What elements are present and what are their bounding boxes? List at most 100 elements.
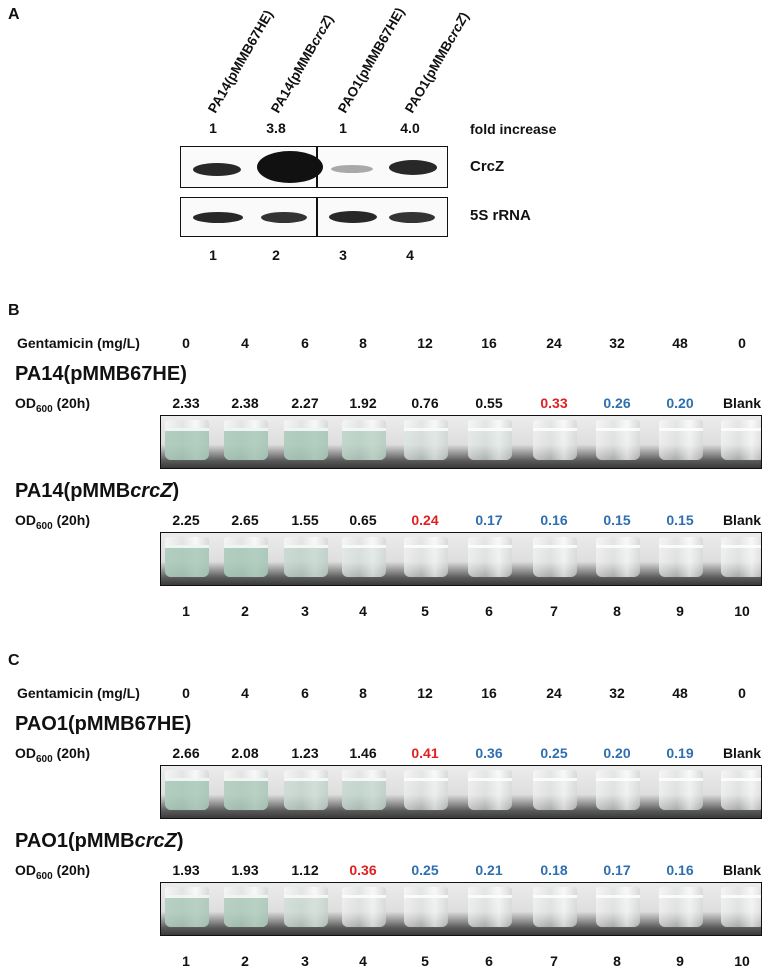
fold-value-lane-4: 4.0 xyxy=(400,120,420,136)
panel_c-lane-number: 7 xyxy=(550,953,558,969)
panel_c-od-label-1: OD600 (20h) xyxy=(15,745,91,765)
culture-liquid xyxy=(659,778,703,810)
liquid-meniscus xyxy=(533,778,577,781)
liquid-meniscus xyxy=(659,895,703,898)
lane-label-4: PAO1(pMMBcrcZ) xyxy=(402,9,472,116)
panel_c-od-value: 0.17 xyxy=(603,862,631,878)
culture-liquid xyxy=(342,895,386,927)
liquid-meniscus xyxy=(659,545,703,548)
panel_c-od-value: 1.93 xyxy=(231,862,259,878)
culture-liquid xyxy=(721,545,761,577)
liquid-meniscus xyxy=(284,428,328,431)
panel_b-od-value: 0.17 xyxy=(475,512,503,528)
panel_b-lane-number: 10 xyxy=(734,603,750,619)
panel_c-od-value: 1.12 xyxy=(291,862,319,878)
culture-tube xyxy=(404,537,448,577)
culture-tube xyxy=(224,770,268,810)
band-5s-lane-3 xyxy=(329,211,377,223)
culture-tube xyxy=(596,770,640,810)
culture-tube xyxy=(468,887,512,927)
panel_b-gentamicin-value: 48 xyxy=(672,335,688,351)
culture-tube xyxy=(533,887,577,927)
panel_b-tube-photo-2 xyxy=(160,532,762,586)
panel_c-tube-photo-1 xyxy=(160,765,762,819)
panel_b-gentamicin-value: 0 xyxy=(182,335,190,351)
band-5s-lane-1 xyxy=(193,212,243,223)
panel_b-gentamicin-label: Gentamicin (mg/L) xyxy=(17,335,140,351)
culture-tube xyxy=(659,770,703,810)
band-crcz-lane-2 xyxy=(257,151,323,183)
liquid-meniscus xyxy=(284,545,328,548)
culture-liquid xyxy=(224,895,268,927)
panel_c-lane-number: 5 xyxy=(421,953,429,969)
panel_b-od-value: 2.27 xyxy=(291,395,319,411)
panel_b-lane-number: 8 xyxy=(613,603,621,619)
culture-liquid xyxy=(224,778,268,810)
panel_c-gentamicin-label: Gentamicin (mg/L) xyxy=(17,685,140,701)
panel_c-lane-number: 6 xyxy=(485,953,493,969)
panel_c-od-value: 0.16 xyxy=(666,862,694,878)
culture-liquid xyxy=(721,778,761,810)
panel_b-lane-number: 9 xyxy=(676,603,684,619)
panel_b-tube-photo-1 xyxy=(160,415,762,469)
culture-tube xyxy=(342,537,386,577)
culture-liquid xyxy=(659,428,703,460)
fold-increase-label: fold increase xyxy=(470,121,557,137)
panel_c-lane-number: 9 xyxy=(676,953,684,969)
culture-tube xyxy=(284,537,328,577)
crcz-blot xyxy=(180,146,448,188)
panel_b-lane-number: 6 xyxy=(485,603,493,619)
panel_b-lane-number: 3 xyxy=(301,603,309,619)
liquid-meniscus xyxy=(342,428,386,431)
panel_c-od-value: Blank xyxy=(722,862,762,878)
lane-label-3: PAO1(pMMB67HE) xyxy=(335,4,408,116)
panel_c-od-value: 0.36 xyxy=(349,862,377,878)
culture-tube xyxy=(404,887,448,927)
panel-b-letter: B xyxy=(8,302,20,319)
panel_b-lane-number: 7 xyxy=(550,603,558,619)
panel_b-gentamicin-value: 24 xyxy=(546,335,562,351)
liquid-meniscus xyxy=(721,778,761,781)
panel_c-od-value: 1.23 xyxy=(291,745,319,761)
rrna-5s-label: 5S rRNA xyxy=(470,207,531,224)
culture-liquid xyxy=(224,428,268,460)
panel_c-od-value: 0.19 xyxy=(666,745,694,761)
culture-liquid xyxy=(165,545,209,577)
culture-liquid xyxy=(533,778,577,810)
liquid-meniscus xyxy=(659,428,703,431)
panel_c-od-value: 2.08 xyxy=(231,745,259,761)
panel_b-gentamicin-value: 4 xyxy=(241,335,249,351)
panel_c-gentamicin-value: 0 xyxy=(182,685,190,701)
culture-liquid xyxy=(533,428,577,460)
culture-tube xyxy=(533,537,577,577)
culture-tube xyxy=(721,537,761,577)
liquid-meniscus xyxy=(721,895,761,898)
culture-liquid xyxy=(284,428,328,460)
liquid-meniscus xyxy=(468,545,512,548)
panel_c-gentamicin-value: 12 xyxy=(417,685,433,701)
liquid-meniscus xyxy=(721,428,761,431)
liquid-meniscus xyxy=(533,428,577,431)
culture-liquid xyxy=(404,545,448,577)
panel_b-od-label-2: OD600 (20h) xyxy=(15,512,91,532)
panel_c-gentamicin-value: 24 xyxy=(546,685,562,701)
fold-value-lane-2: 3.8 xyxy=(266,120,286,136)
culture-tube xyxy=(342,420,386,460)
panel_c-od-value: 1.93 xyxy=(172,862,200,878)
panel_c-od-value: 1.46 xyxy=(349,745,377,761)
panel_b-od-value: 0.20 xyxy=(666,395,694,411)
panel_c-od-value: 0.20 xyxy=(603,745,631,761)
liquid-meniscus xyxy=(721,545,761,548)
culture-tube xyxy=(404,770,448,810)
culture-tube xyxy=(342,770,386,810)
culture-tube xyxy=(224,537,268,577)
culture-tube xyxy=(721,420,761,460)
panel_b-gentamicin-value: 16 xyxy=(481,335,497,351)
panel_b-od-value: 0.33 xyxy=(540,395,568,411)
liquid-meniscus xyxy=(404,428,448,431)
culture-liquid xyxy=(165,778,209,810)
culture-liquid xyxy=(342,428,386,460)
blot-divider-2 xyxy=(316,198,318,236)
lane-number-2: 2 xyxy=(272,247,280,263)
panel_b-gentamicin-value: 12 xyxy=(417,335,433,351)
